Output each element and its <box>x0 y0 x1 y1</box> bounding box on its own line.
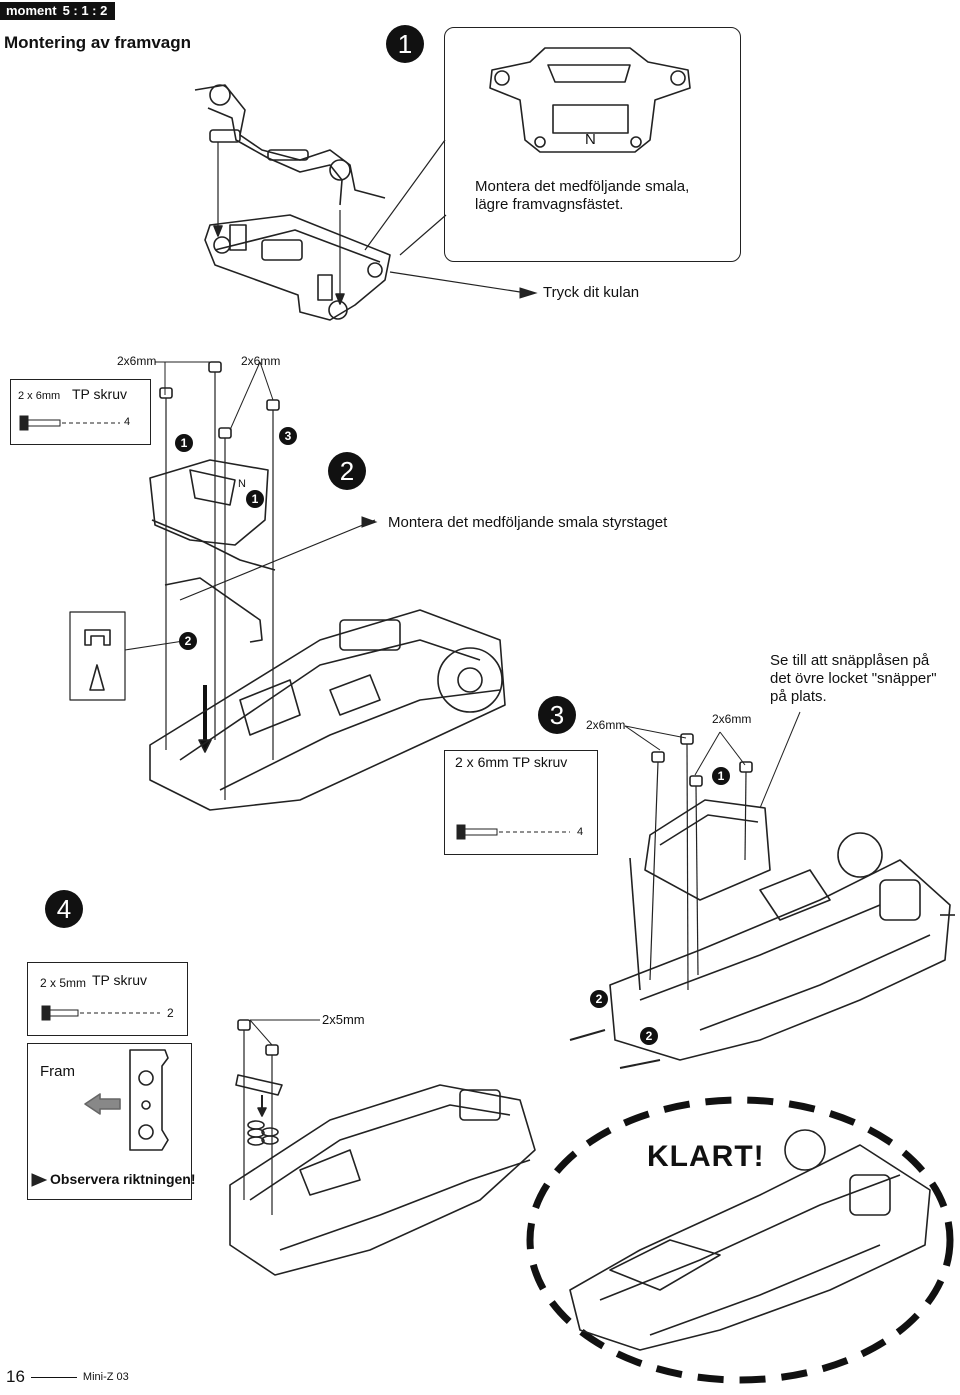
step4-springs <box>235 1074 283 1146</box>
parts-size-3: 2 x 6mm <box>455 754 509 770</box>
screw-label-a: 2x6mm <box>117 354 157 368</box>
callout-2: 2 <box>179 632 197 650</box>
direction-detail <box>129 1049 169 1151</box>
parts-size: 2 x 6mm <box>18 390 61 402</box>
step2-front-assembly <box>149 459 276 643</box>
screw-label-d: 2x6mm <box>712 712 752 726</box>
step-3-parts-heading: 2 x 6mm TP skruv <box>455 754 567 770</box>
done-label: KLART! <box>647 1140 765 1173</box>
step4-chassis <box>229 1084 536 1276</box>
step3-screws <box>649 733 753 991</box>
plate-n-label-2: N <box>238 478 246 490</box>
page-title: Montering av framvagn <box>4 33 192 52</box>
page-number: 16 <box>6 1367 25 1386</box>
step2-chassis <box>149 609 506 811</box>
callout-3-2a: 2 <box>590 990 608 1008</box>
finished-chassis <box>569 1129 931 1351</box>
callout-3: 3 <box>279 427 297 445</box>
screw-label-b: 2x6mm <box>241 354 281 368</box>
step-1-number: 1 <box>386 25 424 63</box>
step3-chassis <box>609 832 955 1061</box>
callout-3-1: 1 <box>712 767 730 785</box>
push-ball-label: Tryck dit kulan <box>543 284 640 301</box>
badge-number: 5 : 1 : 2 <box>62 3 108 18</box>
callout-3-2b: 2 <box>640 1027 658 1045</box>
screw-label-e: 2x5mm <box>322 1012 365 1027</box>
latch-detail <box>69 611 191 701</box>
callout-1b: 1 <box>246 490 264 508</box>
step-3-parts-box <box>444 750 598 855</box>
observe-direction-note: Observera riktningen! <box>50 1171 196 1187</box>
step-3-number: 3 <box>538 696 576 734</box>
step-3-note: Se till att snäpplåsen på det övre locke… <box>770 652 937 705</box>
front-mount-drawing <box>204 214 391 321</box>
step-4-number: 4 <box>45 890 83 928</box>
step-2-text: Montera det medföljande smala styrstaget <box>388 514 668 531</box>
model-name: Mini-Z 03 <box>82 1371 129 1383</box>
section-badge: moment 5 : 1 : 2 <box>0 2 116 20</box>
parts-type-3: TP skruv <box>512 754 568 770</box>
step-1-note-text: Montera det medföljande smala, lägre fra… <box>475 178 690 213</box>
plate-n-label: N <box>585 131 596 148</box>
step-1-note-box <box>444 27 741 262</box>
badge-word: moment <box>6 3 57 18</box>
step-2-number: 2 <box>328 452 366 490</box>
direction-box <box>27 1043 192 1200</box>
footer-rule <box>30 1376 77 1378</box>
narrow-mount-drawing <box>489 47 691 153</box>
steering-rack-drawing <box>194 84 386 206</box>
parts-type-4: TP skruv <box>92 972 147 988</box>
screw-label-c: 2x6mm <box>586 718 626 732</box>
callout-1: 1 <box>175 434 193 452</box>
parts-qty: 4 <box>124 416 131 428</box>
fram-label: Fram <box>40 1063 75 1080</box>
parts-qty-4: 2 <box>167 1006 174 1020</box>
step4-screws <box>237 1019 279 1215</box>
parts-type: TP skruv <box>72 386 127 402</box>
parts-size-4: 2 x 5mm <box>40 976 87 990</box>
step2-screws <box>159 361 280 800</box>
step3-cover <box>629 799 771 991</box>
step-2-parts-box <box>10 379 151 445</box>
parts-qty-3: 4 <box>577 826 584 838</box>
page-footer: 16 Mini-Z 03 <box>6 1367 129 1387</box>
step-4-parts-box <box>27 962 188 1036</box>
